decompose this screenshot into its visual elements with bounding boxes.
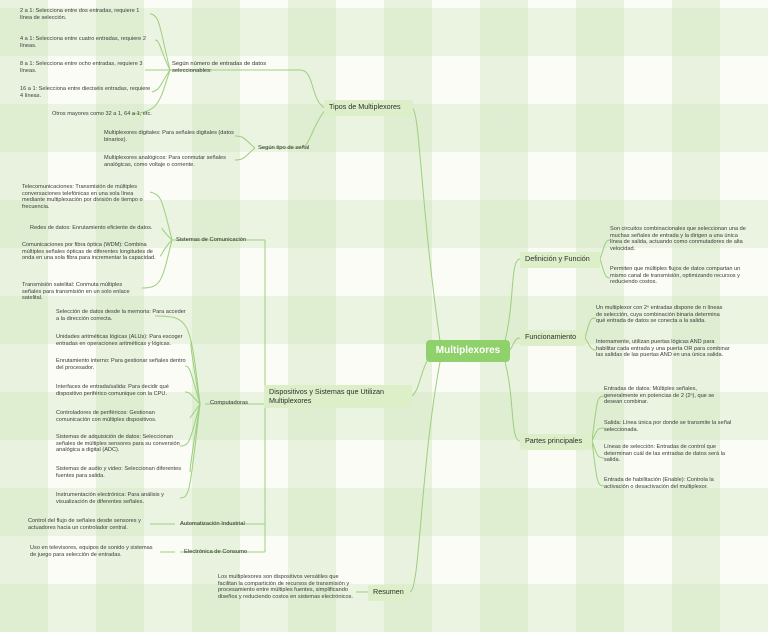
node-dispositivos[interactable]: Dispositivos y Sistemas que Utilizan Mul…: [264, 385, 412, 408]
automatizacion-item: Control del flujo de señales desde senso…: [28, 518, 141, 531]
comunicacion-item: Comunicaciones por fibra óptica (WDM): C…: [22, 242, 156, 262]
partes-item: Líneas de selección: Entradas de control…: [604, 444, 725, 464]
partes-item: Entrada de habilitación (Enable): Contro…: [604, 477, 714, 490]
label-comunicacion: Sistemas de Comunicación: [176, 237, 247, 243]
comunicacion-item: Redes de datos: Enrutamiento eficiente d…: [30, 225, 153, 231]
label-automatizacion: Automatización Industrial: [180, 521, 245, 527]
partes-item: Salida: Línea única por donde se transmi…: [604, 420, 732, 433]
entradas-item: 4 a 1: Selecciona entre cuatro entradas,…: [20, 36, 146, 49]
computadoras-item: Selección de datos desde la memoria: Par…: [56, 309, 186, 322]
label-entradas: Según número de entradas de datos selecc…: [172, 61, 267, 74]
consumo-item: Uso en televisores, equipos de sonido y …: [30, 545, 153, 558]
partes-item: Entradas de datos: Múltiples señales, ge…: [604, 386, 715, 406]
entradas-item: 16 a 1: Selecciona entre dieciséis entra…: [20, 86, 151, 99]
node-resumen[interactable]: Resumen: [368, 585, 410, 601]
computadoras-item: Instrumentación electrónica: Para anális…: [56, 492, 164, 505]
label-computadoras: Computadoras: [210, 400, 249, 406]
definicion-item: Son circuitos combinacionales que selecc…: [610, 226, 746, 252]
entradas-item: 8 a 1: Selecciona entre ocho entradas, r…: [20, 61, 143, 74]
computadoras-item: Sistemas de adquisición de datos: Selecc…: [56, 434, 180, 454]
computadoras-item: Enrutamiento interno: Para gestionar señ…: [56, 358, 186, 371]
resumen-text: Los multiplexores son dispositivos versá…: [218, 574, 353, 600]
definicion-item: Permiten que múltiples flujos de datos c…: [610, 266, 741, 286]
label-consumo: Electrónica de Consumo: [184, 549, 248, 555]
comunicacion-item: Telecomunicaciones: Transmisión de múlti…: [22, 184, 143, 210]
computadoras-item: Sistemas de audio y video: Seleccionan d…: [56, 466, 182, 479]
node-tipos[interactable]: Tipos de Multiplexores: [324, 100, 413, 116]
senal-item: Multiplexores digitales: Para señales di…: [104, 130, 234, 143]
funcionamiento-item: Un multiplexor con 2ⁿ entradas dispone d…: [596, 305, 723, 325]
center-node[interactable]: Multiplexores: [426, 340, 510, 362]
comunicacion-item: Transmisión satelital: Conmuta múltiples…: [22, 282, 130, 302]
computadoras-item: Controladores de periféricos: Gestionan …: [56, 410, 157, 423]
label-senal: Según tipo de señal: [258, 145, 310, 151]
entradas-item: Otros mayores como 32 a 1, 64 a 1, etc.: [52, 111, 152, 117]
funcionamiento-item: Internamente, utilizan puertas lógicas A…: [596, 339, 730, 359]
node-partes[interactable]: Partes principales: [520, 434, 592, 450]
senal-item: Multiplexores analógicos: Para conmutar …: [104, 155, 226, 168]
computadoras-item: Unidades aritméticas lógicas (ALUs): Par…: [56, 334, 183, 347]
entradas-item: 2 a 1: Selecciona entre dos entradas, re…: [20, 8, 140, 21]
node-funcionamiento[interactable]: Funcionamiento: [520, 330, 585, 346]
node-definicion[interactable]: Definición y Función: [520, 252, 600, 268]
computadoras-item: Interfaces de entrada/salida: Para decid…: [56, 384, 169, 397]
